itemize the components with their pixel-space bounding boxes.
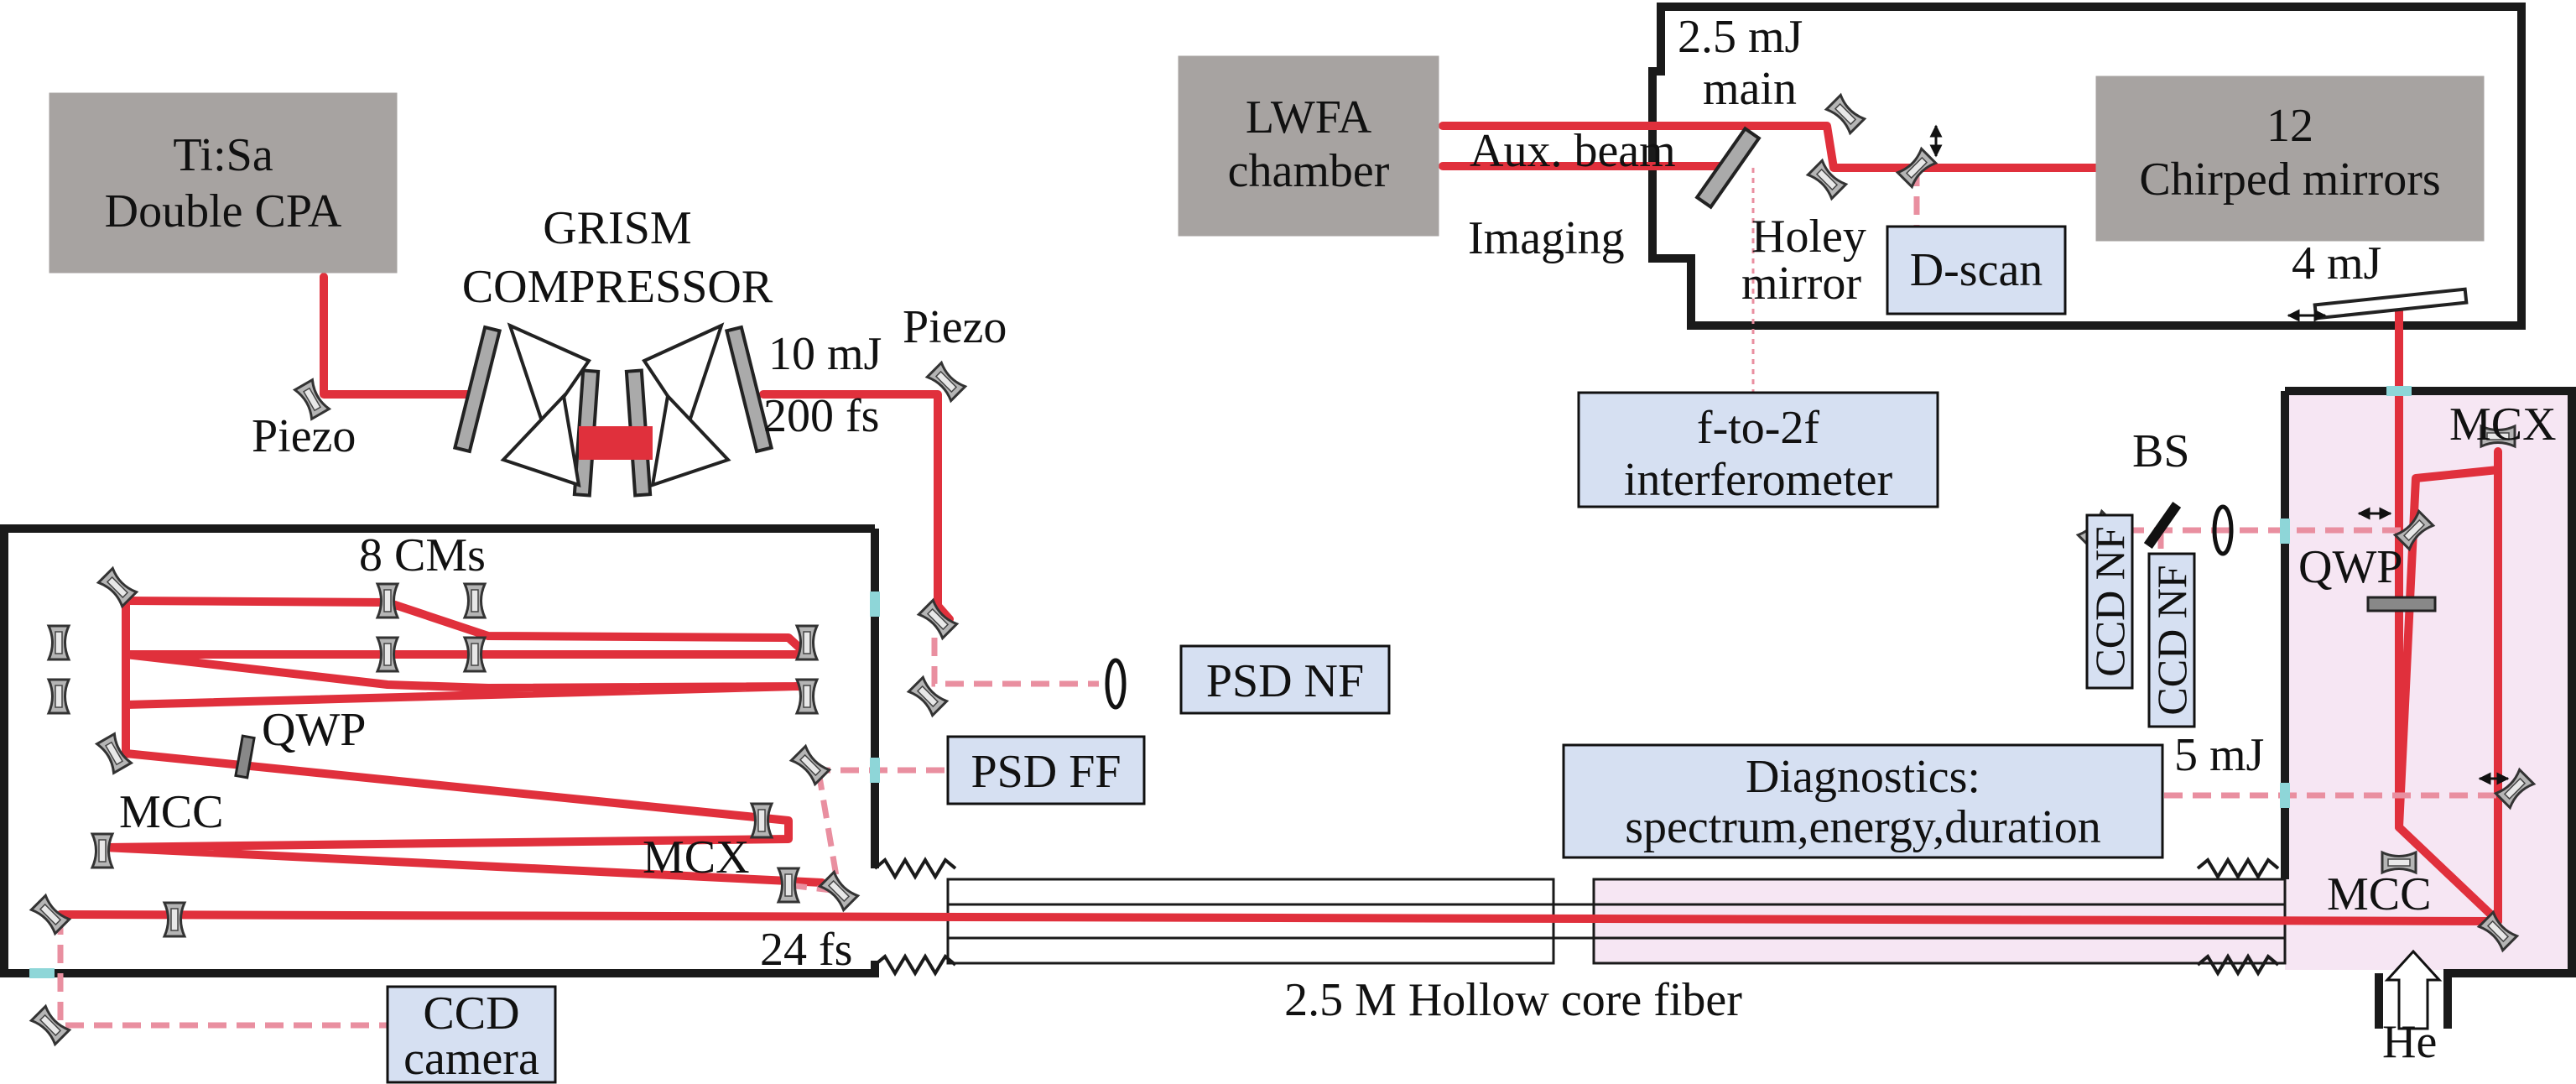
mcc-right-label: MCC <box>2327 868 2432 920</box>
energy-25mj-label-1: 2.5 mJ <box>1678 11 1803 63</box>
psd-ff-label: PSD FF <box>971 746 1121 798</box>
ccd-camera-label-2: camera <box>403 1033 539 1084</box>
psd-nf-label: PSD NF <box>1206 655 1364 707</box>
imaging-label: Imaging <box>1468 212 1625 264</box>
piezo-left-label: Piezo <box>252 410 356 462</box>
mirror <box>777 867 800 904</box>
ccd-nf-box-2 <box>2147 552 2196 728</box>
beam-splitter <box>2143 501 2182 550</box>
mcc-left-label: MCC <box>119 786 224 838</box>
duration-24fs-label: 24 fs <box>760 924 852 976</box>
psd-ff-box <box>946 735 1146 805</box>
aux-beam-label: Aux. beam <box>1470 125 1676 177</box>
curved-mirror <box>47 624 70 661</box>
mcc-mirror-left <box>91 832 114 869</box>
ccd-camera-box <box>386 985 557 1084</box>
mirror <box>1824 93 1866 135</box>
ccd-camera-label-1: CCD <box>423 988 519 1040</box>
curved-mirror <box>376 582 399 619</box>
tisa-label-1: Ti:Sa <box>173 129 273 181</box>
lenses <box>1105 504 2234 710</box>
ccd-nf-label-2: CCD NF <box>2148 565 2195 715</box>
tisa-box <box>49 92 398 274</box>
diagnostics-box <box>1562 743 2164 859</box>
f2f-label-2: interferometer <box>1624 454 1893 506</box>
holey-mirror <box>1694 126 1762 210</box>
grism-label-2: COMPRESSOR <box>462 261 773 313</box>
duration-200fs-label: 200 fs <box>763 390 879 442</box>
mcx-mirror-left <box>750 802 773 839</box>
tisa-label-2: Double CPA <box>105 185 342 237</box>
fiber-label: 2.5 M Hollow core fiber <box>1284 974 1742 1026</box>
energy-4mj-label: 4 mJ <box>2292 237 2381 289</box>
dscan-box <box>1886 225 2067 315</box>
component-boxes <box>49 55 2485 1084</box>
mcx-left-label: MCX <box>643 831 750 883</box>
energy-10mj-label: 10 mJ <box>768 328 882 380</box>
mirror <box>29 1004 71 1046</box>
grism-compressor <box>452 322 774 498</box>
f2f-box <box>1577 391 1939 508</box>
curved-mirror <box>795 624 819 661</box>
mirror <box>907 675 949 717</box>
psd-nf-box <box>1179 644 1391 715</box>
curved-mirror <box>376 636 399 673</box>
qwp-right-label: QWP <box>2298 541 2402 593</box>
grism-label-1: GRISM <box>543 202 691 254</box>
mirror <box>789 744 831 786</box>
energy-5mj-label: 5 mJ <box>2174 729 2264 781</box>
curved-mirror <box>47 678 70 715</box>
energy-25mj-label-2: main <box>1703 63 1797 115</box>
ccd-nf-label-1: CCD NF <box>2086 526 2133 676</box>
chirped-label-1: 12 <box>2266 100 2313 152</box>
attenuator-plate <box>2313 287 2469 321</box>
qwp-left-label: QWP <box>262 704 366 756</box>
bs-label: BS <box>2132 425 2190 477</box>
qwp-plate-left <box>234 734 256 779</box>
mcx-right-label: MCX <box>2449 399 2557 451</box>
lwfa-label-1: LWFA <box>1246 91 1372 143</box>
chirped-label-2: Chirped mirrors <box>2139 154 2440 206</box>
ccd-nf-box-1 <box>2085 513 2134 690</box>
curved-mirror <box>463 582 487 619</box>
right-chamber-fill <box>2285 391 2574 970</box>
diagnostics-label-1: Diagnostics: <box>1746 751 1980 803</box>
mirror <box>163 901 186 938</box>
mirror-label: mirror <box>1741 258 1861 310</box>
translation-arrows <box>1929 124 2510 785</box>
curved-mirror <box>795 678 819 715</box>
eight-cms-label: 8 CMs <box>359 529 486 581</box>
bellows <box>873 857 2280 977</box>
f2f-label-1: f-to-2f <box>1697 402 1820 454</box>
dscan-label: D-scan <box>1910 244 2043 296</box>
holey-label: Holey <box>1751 211 1866 263</box>
curved-mirror <box>463 636 487 673</box>
piezo-right-label: Piezo <box>903 301 1007 353</box>
qwp-plate-right <box>2366 596 2437 612</box>
diagnostics-label-2: spectrum,energy,duration <box>1625 801 2101 853</box>
lwfa-box <box>1178 55 1439 237</box>
lwfa-label-2: chamber <box>1228 145 1390 197</box>
he-label: He <box>2382 1016 2437 1068</box>
wall-windows <box>29 386 2412 978</box>
he-inlet-arrow <box>2384 949 2443 1030</box>
chirped-mirrors-box <box>2095 76 2485 242</box>
chamber-walls <box>0 3 2576 1029</box>
